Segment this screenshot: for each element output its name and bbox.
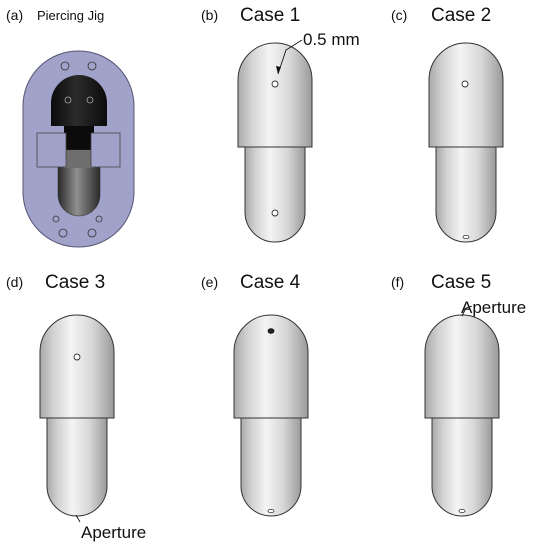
pierced-hole-icon (267, 328, 275, 334)
capsule-cap (233, 314, 309, 419)
panel-e-letter: (e) (201, 274, 219, 290)
jig-head-neck (64, 126, 94, 150)
aperture-leader-line (461, 305, 473, 317)
pierced-hole-icon (461, 80, 469, 88)
jig-hole-icon (86, 96, 94, 104)
panel-a-letter: (a) (6, 7, 24, 23)
capsule-case-4 (233, 314, 309, 517)
pierced-hole-icon (271, 209, 279, 217)
jig-hole-icon (52, 215, 60, 223)
pierced-hole-icon (73, 353, 81, 361)
bottom-aperture-icon (267, 508, 275, 513)
panel-c-title: Case 2 (431, 5, 492, 26)
panel-b-letter: (b) (201, 7, 219, 23)
jig-hole-icon (60, 61, 70, 71)
capsule-body (46, 409, 108, 517)
capsule-case-5 (424, 305, 500, 517)
panel-d-letter: (d) (6, 274, 24, 290)
jig-right-block (90, 132, 121, 168)
capsule-case-3 (39, 314, 115, 523)
capsule-body (244, 139, 306, 243)
capsule-cap (39, 314, 115, 419)
jig-hole-icon (58, 228, 68, 238)
piercing-jig (22, 50, 135, 248)
diameter-arrow-icon (276, 66, 281, 74)
aperture-annotation-top: Aperture (461, 298, 527, 317)
jig-hole-icon (87, 61, 97, 71)
jig-hole-icon (87, 228, 97, 238)
jig-hole-icon (64, 96, 72, 104)
diameter-annotation: 0.5 mm (303, 30, 360, 49)
capsule-cap (424, 314, 500, 419)
panel-c-letter: (c) (391, 7, 408, 23)
pierced-hole-icon (271, 80, 279, 88)
capsule-body (240, 409, 302, 517)
capsule-body (435, 139, 497, 243)
panel-f-letter: (f) (391, 274, 405, 290)
capsule-case-1 (237, 39, 313, 243)
panel-a-title: Piercing Jig (37, 8, 105, 23)
aperture-annotation-bottom: Aperture (81, 523, 147, 542)
panel-e-title: Case 4 (240, 272, 301, 293)
bottom-aperture-icon (458, 508, 466, 513)
capsule-case-2 (428, 42, 504, 243)
capsule-cap (237, 42, 313, 148)
jig-left-block (36, 132, 67, 168)
panel-d-title: Case 3 (45, 272, 106, 293)
panel-f-title: Case 5 (431, 272, 492, 293)
aperture-leader-line (75, 514, 81, 523)
capsule-cap (428, 42, 504, 148)
capsule-body (431, 409, 493, 517)
bottom-aperture-icon (462, 234, 470, 239)
diameter-leader-line (277, 39, 303, 75)
jig-head-cavity (51, 75, 107, 126)
jig-body-top (64, 150, 94, 168)
jig-hole-icon (95, 215, 103, 223)
panel-b-title: Case 1 (240, 5, 301, 26)
